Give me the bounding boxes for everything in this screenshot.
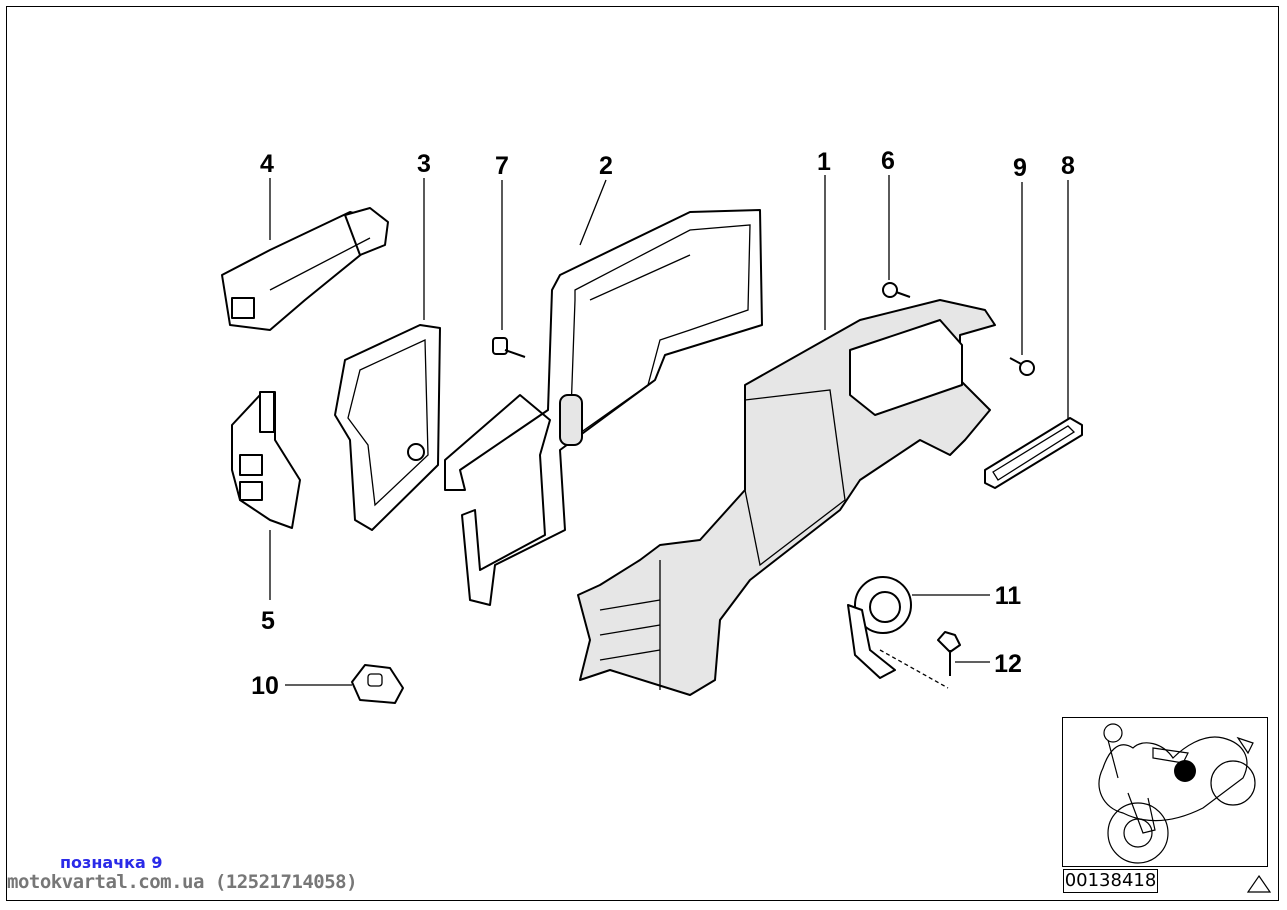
part-6-bolt[interactable] (882, 282, 911, 298)
callout-7: 7 (495, 152, 509, 180)
location-marker (1174, 760, 1196, 782)
callout-8: 8 (1061, 152, 1075, 180)
source-watermark: motokvartal.com.ua (12521714058) (7, 871, 358, 893)
callout-6: 6 (881, 147, 895, 175)
part-9-screw[interactable] (1009, 357, 1035, 376)
callout-5: 5 (261, 607, 275, 635)
triangle-icon (1246, 874, 1272, 893)
diagram-frame (6, 6, 1279, 901)
motorcycle-location-inset (1062, 717, 1268, 867)
callout-12: 12 (994, 650, 1022, 678)
callout-4: 4 (260, 150, 274, 178)
part-7-screw[interactable] (492, 337, 526, 358)
callout-9: 9 (1013, 154, 1027, 182)
part-3-cover[interactable] (334, 324, 441, 531)
note-label: позначка 9 (60, 853, 163, 872)
callout-10: 10 (251, 672, 279, 700)
motorcycle-outline-icon (1098, 723, 1256, 864)
diagram-number: 00138418 (1063, 869, 1158, 893)
part-4-fuse-holder[interactable] (221, 207, 389, 331)
part-11-bracket-washer[interactable] (847, 576, 912, 679)
callout-11: 11 (995, 582, 1022, 610)
leader-lines (269, 175, 1069, 686)
part-12-bolt[interactable] (879, 631, 961, 689)
part-1-battery-tray[interactable] (577, 299, 996, 696)
callout-1: 1 (817, 148, 831, 176)
callout-2: 2 (599, 152, 613, 180)
part-5-relay-bracket[interactable] (231, 391, 301, 529)
part-2-housing-frame[interactable] (444, 209, 763, 606)
callout-3: 3 (417, 150, 431, 178)
part-8-gasket-strip[interactable] (984, 417, 1083, 489)
part-10-clip-nut[interactable] (351, 664, 404, 704)
